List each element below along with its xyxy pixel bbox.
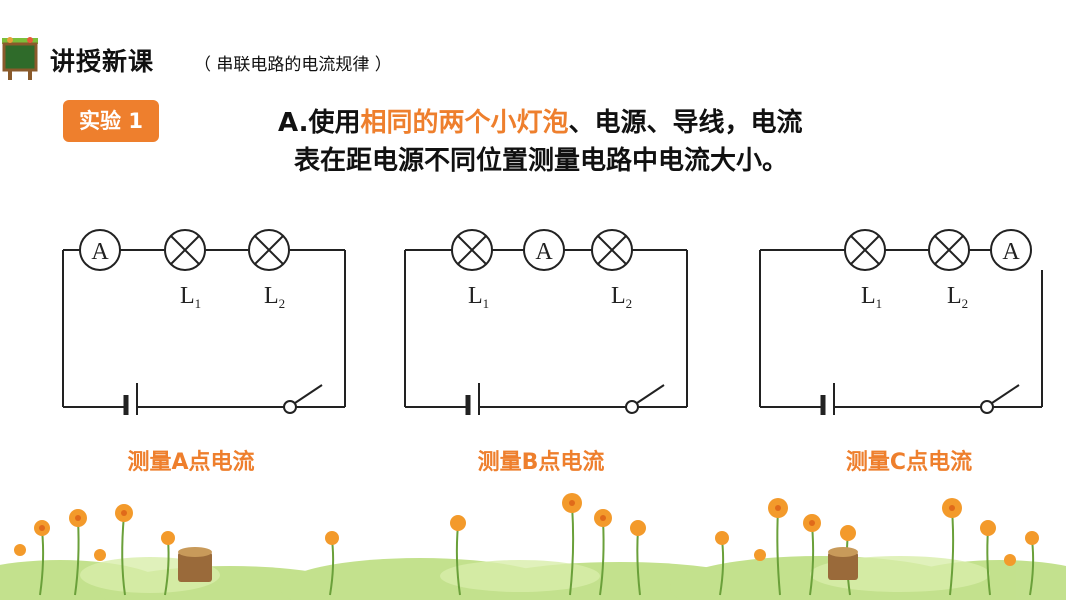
switch-icon <box>283 384 323 414</box>
battery-icon <box>465 383 480 415</box>
flower-centers <box>39 500 955 531</box>
switch-icon <box>625 384 665 414</box>
description-suffix: 、电源、导线，电流 <box>568 108 803 138</box>
ammeter-label: A <box>535 239 553 265</box>
lamp-l2-label: L2 <box>947 283 968 311</box>
ammeter-icon <box>990 229 1032 271</box>
circuit-diagram-c: A L1 L2 <box>759 229 1043 415</box>
description-prefix: A.使用 <box>278 108 361 138</box>
circuit-wires <box>759 249 1043 408</box>
ammeter-label: A <box>1002 239 1020 265</box>
circuit-c-caption: 测量C点电流 <box>845 450 973 475</box>
page-subtitle: （ 串联电路的电流规律 ） <box>194 55 392 75</box>
circuit-a-caption: 测量A点电流 <box>127 450 255 475</box>
tree-stumps <box>178 547 858 582</box>
ammeter-label: A <box>91 239 109 265</box>
lamp-l1-icon <box>451 229 493 271</box>
header: 讲授新课 （ 串联电路的电流规律 ） <box>0 36 600 84</box>
flower-meadow-decoration <box>0 493 1066 600</box>
circuit-diagram-b: A L1 L2 <box>404 229 688 415</box>
circuit-b-caption: 测量B点电流 <box>477 450 605 475</box>
circuit-diagram-a: A L1 L2 <box>62 229 346 415</box>
experiment-description: A.使用相同的两个小灯泡、电源、导线，电流 表在距电源不同位置测量电路中电流大小… <box>240 104 940 180</box>
ammeter-icon <box>523 229 565 271</box>
switch-icon <box>980 384 1020 414</box>
lamp-l1-icon <box>164 229 206 271</box>
circuit-wires <box>404 249 688 408</box>
description-line-1: A.使用相同的两个小灯泡、电源、导线，电流 <box>240 104 940 142</box>
lamp-l2-icon <box>591 229 633 271</box>
ammeter-icon <box>79 229 121 271</box>
description-line-2: 表在距电源不同位置测量电路中电流大小。 <box>294 146 789 176</box>
lamp-l1-icon <box>844 229 886 271</box>
circuit-wires <box>62 249 346 408</box>
lamp-l2-icon <box>928 229 970 271</box>
flowers <box>14 493 1039 566</box>
experiment-badge: 实验 1 <box>63 100 159 142</box>
lamp-l1-label: L1 <box>180 283 201 311</box>
lamp-l1-label: L1 <box>468 283 489 311</box>
lamp-l1-label: L1 <box>861 283 882 311</box>
lamp-l2-label: L2 <box>264 283 285 311</box>
lamp-l2-label: L2 <box>611 283 632 311</box>
lamp-l2-icon <box>248 229 290 271</box>
page-title: 讲授新课 <box>50 47 155 76</box>
battery-icon <box>820 383 835 415</box>
battery-icon <box>123 383 138 415</box>
description-highlight: 相同的两个小灯泡 <box>360 108 569 138</box>
chalkboard-icon <box>2 37 38 80</box>
